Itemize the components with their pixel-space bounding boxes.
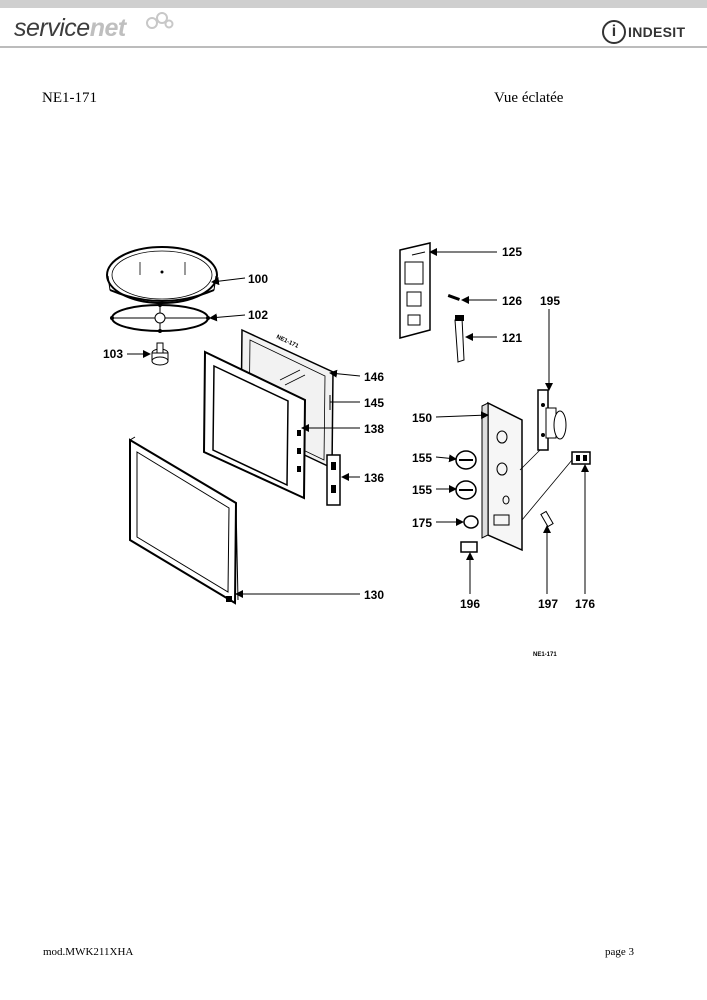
part-label-195: 195 [540, 294, 560, 308]
header-bar [0, 0, 707, 8]
diagram-reference-label: NE1-171 [533, 652, 557, 658]
gears-icon [146, 12, 174, 29]
part-label-103: 103 [103, 347, 123, 361]
part-label-150: 150 [412, 411, 432, 425]
part-label-176: 176 [575, 597, 595, 611]
part-label-155b: 155 [412, 483, 432, 497]
door-inner-panel [202, 350, 307, 500]
door-latch [326, 454, 341, 506]
part-label-126: 126 [502, 294, 522, 308]
small-clip [540, 510, 554, 528]
document-code: NE1-171 [42, 90, 97, 106]
control-knob-2 [455, 480, 477, 500]
indesit-logo-text: INDESIT [628, 24, 686, 40]
part-label-175: 175 [412, 516, 432, 530]
part-label-136: 136 [364, 471, 384, 485]
connector-part [571, 451, 591, 465]
indesit-i-icon: i [602, 20, 626, 44]
part-label-102: 102 [248, 308, 268, 322]
part-label-125: 125 [502, 245, 522, 259]
roller-ring [110, 303, 210, 333]
push-button [463, 515, 479, 529]
servicenet-logo: servicenet [14, 14, 126, 43]
part-label-197: 197 [538, 597, 558, 611]
logo-text-net: net [89, 14, 127, 42]
motor-bracket [537, 389, 567, 451]
part-label-146: 146 [364, 370, 384, 384]
control-board [399, 242, 431, 339]
part-label-121: 121 [502, 331, 522, 345]
part-label-155a: 155 [412, 451, 432, 465]
lever-part [454, 315, 465, 363]
part-label-130: 130 [364, 588, 384, 602]
part-label-100: 100 [248, 272, 268, 286]
control-knob-1 [455, 450, 477, 470]
footer-model: mod.MWK211XHA [43, 946, 134, 958]
part-label-145: 145 [364, 396, 384, 410]
turntable-plate [106, 246, 218, 304]
document-title: Vue éclatée [494, 90, 564, 106]
footer-page: page 3 [605, 946, 635, 958]
spring-part [447, 294, 460, 301]
button-cover [460, 541, 478, 553]
logo-text-service: service [14, 14, 90, 42]
part-label-196: 196 [460, 597, 480, 611]
part-label-138: 138 [364, 422, 384, 436]
turntable-coupler [151, 342, 169, 366]
header-divider [0, 46, 707, 48]
front-door [129, 436, 239, 605]
control-panel [481, 401, 523, 552]
